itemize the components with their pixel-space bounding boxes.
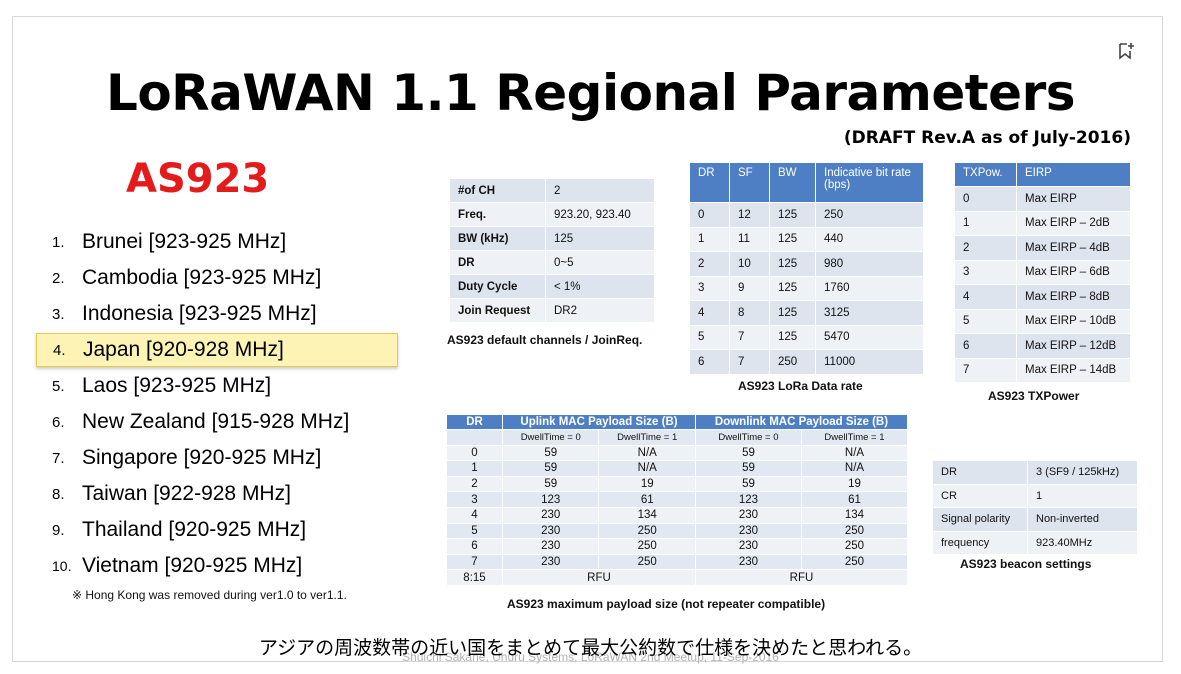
country-item: 6.New Zealand [915-928 MHz]	[52, 410, 350, 433]
beacon-caption: AS923 beacon settings	[960, 557, 1092, 571]
footer-credit: Shuichi Sakane, Uhuru Systems, LoRaWAN 2…	[402, 650, 779, 664]
footer-japanese-note: アジアの周波数帯の近い国をまとめて最大公約数で仕様を決めたと思われる。	[258, 637, 923, 659]
bookmark-add-icon[interactable]	[1118, 42, 1134, 60]
table-header-row: TXPow. EIRP	[954, 162, 1131, 187]
table-row: Duty Cycle< 1%	[449, 274, 655, 299]
country-item: 8.Taiwan [922-928 MHz]	[52, 482, 291, 505]
country-item: 7.Singapore [920-925 MHz]	[52, 446, 322, 469]
country-item: 2.Cambodia [923-925 MHz]	[52, 266, 322, 289]
table-subheader-row: DwellTime = 0 DwellTime = 1 DwellTime = …	[446, 429, 909, 446]
max-payload-caption: AS923 maximum payload size (not repeater…	[507, 597, 826, 611]
country-item-highlighted: 4.Japan [920-928 MHz]	[36, 333, 398, 367]
region-label: AS923	[126, 156, 270, 202]
default-channels-caption: AS923 default channels / JoinReq.	[447, 333, 643, 347]
txpower-caption: AS923 TXPower	[988, 389, 1080, 403]
slide-title: LoRaWAN 1.1 Regional Parameters	[105, 64, 1076, 122]
table-header-row: DR SF BW Indicative bit rate (bps)	[689, 162, 924, 203]
table-header-row: DR Uplink MAC Payload Size (B) Downlink …	[446, 414, 909, 430]
table-row: Freq.923.20, 923.40	[449, 202, 655, 227]
country-item: 10.Vietnam [920-925 MHz]	[52, 554, 303, 577]
country-item: 1.Brunei [923-925 MHz]	[52, 230, 287, 253]
max-payload-table: DR Uplink MAC Payload Size (B) Downlink …	[446, 414, 909, 586]
country-list: 1.Brunei [923-925 MHz] 2.Cambodia [923-9…	[36, 224, 416, 584]
country-item: 9.Thailand [920-925 MHz]	[52, 518, 307, 541]
country-item: 5.Laos [923-925 MHz]	[52, 374, 272, 397]
draft-note: (DRAFT Rev.A as of July-2016)	[843, 128, 1131, 148]
table-row: BW (kHz)125	[449, 226, 655, 251]
hong-kong-note: ※ Hong Kong was removed during ver1.0 to…	[72, 588, 347, 602]
country-item: 3.Indonesia [923-925 MHz]	[52, 302, 317, 325]
data-rate-caption: AS923 LoRa Data rate	[738, 379, 863, 393]
